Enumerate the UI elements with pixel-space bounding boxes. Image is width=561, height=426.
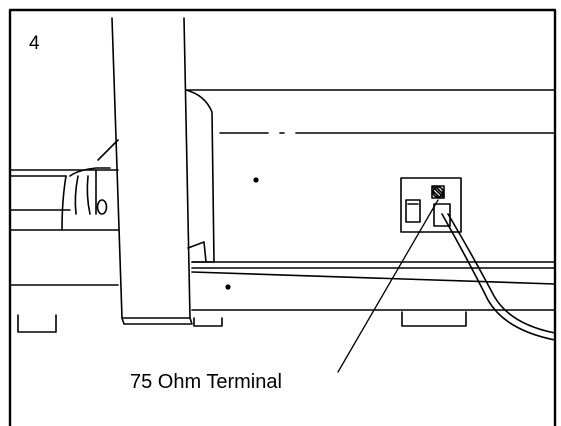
diagram-border: [8, 8, 557, 426]
rail-screw: [225, 284, 231, 290]
motor-hood: [185, 89, 556, 263]
left-foot: [17, 314, 57, 333]
power-cord-edge: [447, 213, 556, 334]
step-number: 4: [29, 33, 40, 54]
coax-terminal: [431, 185, 445, 199]
post-foot: [193, 317, 223, 327]
panel-plate: [400, 177, 462, 233]
power-cord: [441, 213, 556, 341]
left-deck: [9, 139, 119, 286]
terminal-callout-label: 75 Ohm Terminal: [130, 371, 282, 393]
power-switch: [405, 199, 421, 223]
frame-rails: [191, 261, 556, 311]
upright-post: [111, 17, 223, 327]
callout-leader-line: [337, 199, 439, 373]
electrical-panel: [400, 177, 462, 233]
screw: [253, 177, 259, 183]
power-outlet: [433, 203, 451, 227]
wheel-hub: [96, 199, 108, 215]
right-foot: [401, 311, 467, 327]
